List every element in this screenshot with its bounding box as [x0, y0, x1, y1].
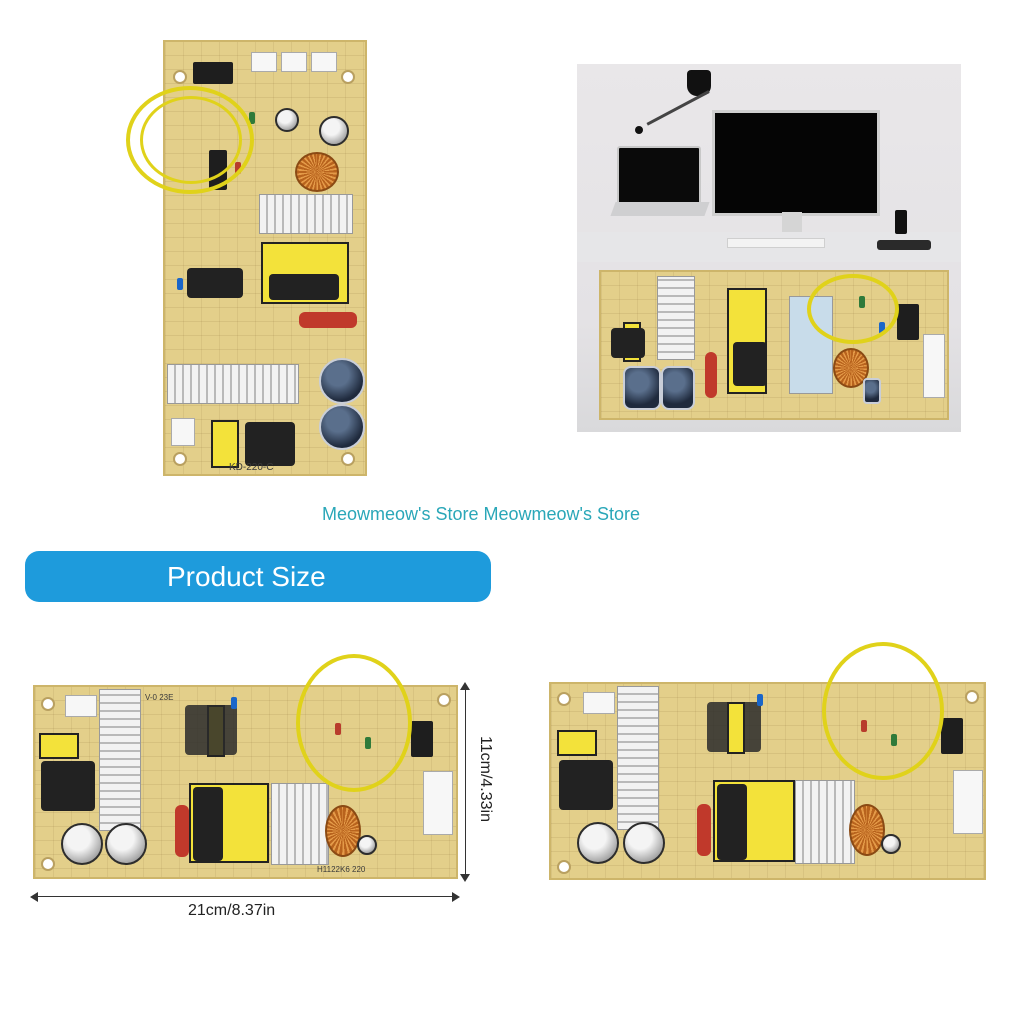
height-label: 11cm/4.33in [477, 736, 494, 822]
toroid-inductor [325, 805, 361, 857]
mount-hole [437, 693, 451, 707]
height-arrow-top [460, 682, 470, 690]
transformer [211, 420, 239, 468]
coil [193, 787, 223, 861]
heatsink [259, 194, 353, 234]
transformer [727, 702, 745, 754]
yellow-wire [140, 96, 242, 184]
coil [733, 342, 767, 386]
heatsink [795, 780, 855, 864]
connector [953, 770, 983, 834]
heatsink [617, 686, 659, 830]
connector [311, 52, 337, 72]
mount-hole [41, 697, 55, 711]
lamp-base [635, 126, 643, 134]
ic-chip [897, 304, 919, 340]
board-model-label: KD-220-C [229, 462, 274, 473]
coil [41, 761, 95, 811]
mouse-pad [877, 240, 931, 250]
coil [559, 760, 613, 810]
lifestyle-photo [577, 64, 961, 432]
connector [583, 692, 615, 714]
capacitor [319, 404, 365, 450]
keyboard [727, 238, 825, 248]
capacitor [881, 834, 901, 854]
ic-chip [411, 721, 433, 757]
resistor [175, 805, 189, 857]
width-label: 21cm/8.37in [188, 902, 276, 919]
pcb-photo-horizontal-sized: H1122K6 220 V-0 23E [33, 685, 458, 879]
mount-hole [41, 857, 55, 871]
mount-hole [557, 860, 571, 874]
connector [171, 418, 195, 446]
mount-hole [341, 70, 355, 84]
toroid-inductor [849, 804, 885, 856]
ic-chip [193, 62, 233, 84]
mount-hole [557, 692, 571, 706]
coil [611, 328, 645, 358]
capacitor [319, 116, 349, 146]
coil [185, 705, 237, 755]
connector [423, 771, 453, 835]
monitor-stand [782, 212, 802, 234]
phone [895, 210, 907, 234]
capacitor [623, 366, 661, 410]
heatsink [657, 276, 695, 360]
height-dimension-line [465, 686, 466, 878]
board-silk-label: V-0 23E [145, 693, 174, 702]
connector [65, 695, 97, 717]
component-dot [757, 694, 763, 706]
width-dimension-line [34, 896, 458, 897]
capacitor [577, 822, 619, 864]
coil [245, 422, 295, 466]
toroid-inductor [295, 152, 339, 192]
resistor [705, 352, 717, 398]
capacitor [623, 822, 665, 864]
laptop-base [610, 202, 710, 216]
heatsink [271, 783, 329, 865]
pcb-photo-on-desk [599, 270, 949, 420]
connector [923, 334, 945, 398]
yellow-wire [296, 654, 412, 792]
laptop-screen [617, 146, 701, 206]
mount-hole [173, 452, 187, 466]
banner-label: Product Size [167, 561, 326, 592]
coil [717, 784, 747, 860]
coil [187, 268, 243, 298]
capacitor [319, 358, 365, 404]
mount-hole [173, 70, 187, 84]
width-arrow-right [452, 892, 460, 902]
yellow-wire [807, 274, 899, 344]
yellow-wire [822, 642, 944, 780]
capacitor [357, 835, 377, 855]
product-size-banner: Product Size [25, 551, 491, 602]
heatsink [167, 364, 299, 404]
component-dot [231, 697, 237, 709]
capacitor [863, 378, 881, 404]
capacitor [105, 823, 147, 865]
connector [281, 52, 307, 72]
width-arrow-left [30, 892, 38, 902]
resistor [697, 804, 711, 856]
height-arrow-bottom [460, 874, 470, 882]
store-watermark: Meowmeow's Store Meowmeow's Store [322, 504, 640, 524]
mount-hole [341, 452, 355, 466]
resistor [299, 312, 357, 328]
yellow-wire [126, 86, 254, 194]
ic-chip [941, 718, 963, 754]
transformer [557, 730, 597, 756]
mount-hole [965, 690, 979, 704]
monitor [712, 110, 880, 216]
transformer [39, 733, 79, 759]
coil [269, 274, 339, 300]
lamp-arm [646, 90, 710, 126]
board-silk-label: H1122K6 220 [317, 865, 366, 874]
capacitor [661, 366, 695, 410]
heatsink [99, 689, 141, 831]
component-dot [177, 278, 183, 290]
component-dot [249, 112, 255, 124]
connector [251, 52, 277, 72]
capacitor [61, 823, 103, 865]
capacitor [275, 108, 299, 132]
